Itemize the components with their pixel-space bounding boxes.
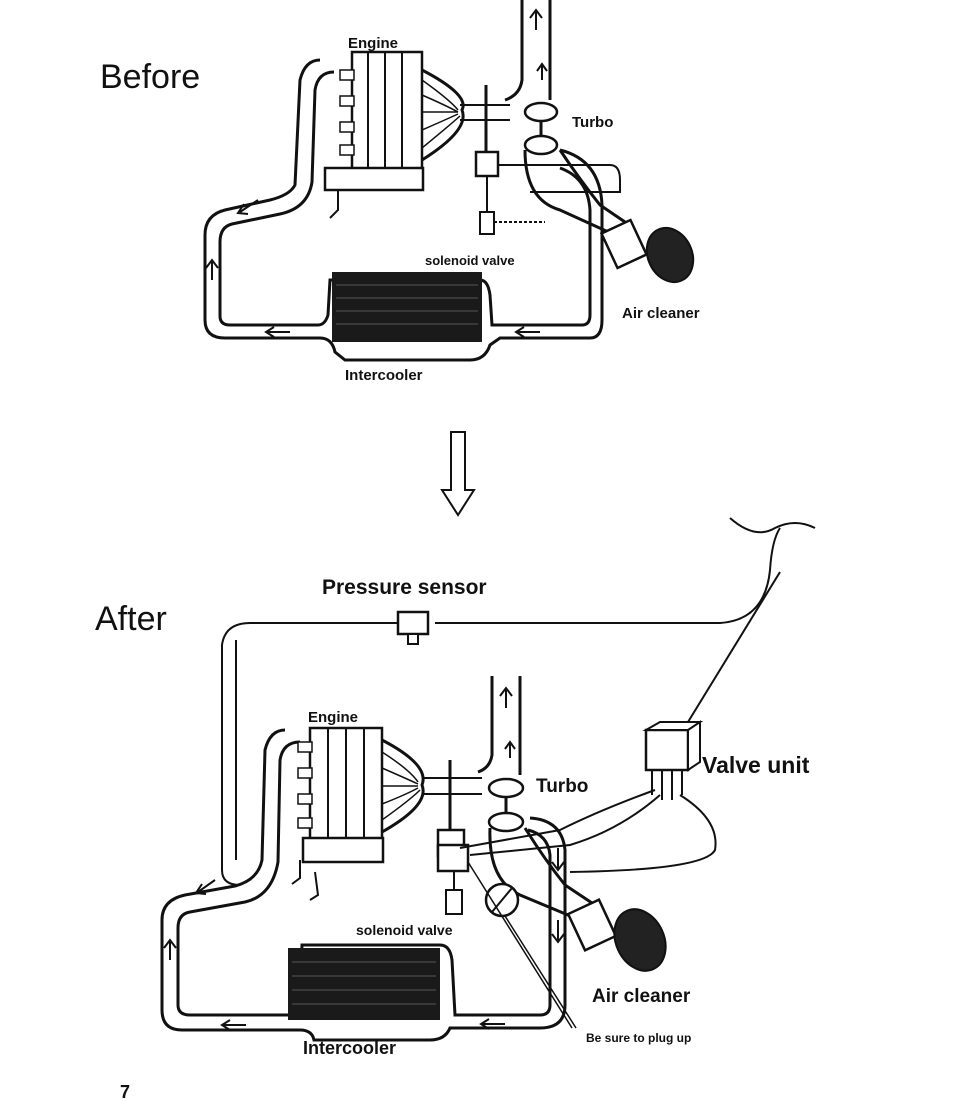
before-flow-arrow-diag [236, 199, 259, 215]
after-exhaust-manifold [381, 738, 425, 834]
after-solenoid-label: solenoid valve [356, 922, 453, 938]
before-intercooler-label: Intercooler [345, 367, 423, 384]
before-flow-arrow-bottom-left [264, 326, 290, 338]
after-engine-manifold [301, 836, 385, 864]
after-diagram: After Pressure sensor Engine [95, 517, 816, 1058]
after-plug-leader [467, 861, 577, 1029]
before-exhaust-manifold [421, 68, 465, 162]
after-engine-label: Engine [308, 709, 358, 726]
after-charge-pipe [160, 728, 567, 1042]
after-plug-note: Be sure to plug up [586, 1031, 691, 1045]
after-valve-hoses [459, 571, 781, 873]
before-engine-manifold [323, 166, 425, 192]
before-engine-label: Engine [348, 35, 398, 52]
before-compressor-pipe [523, 149, 626, 237]
after-air-cleaner-label: Air cleaner [592, 986, 691, 1007]
before-exhaust-stack [504, 0, 552, 102]
after-valve-unit [644, 728, 690, 772]
after-turbo-turbine [487, 777, 525, 799]
before-solenoid-label: solenoid valve [425, 253, 515, 268]
after-air-cleaner [613, 908, 667, 972]
before-air-cleaner [645, 226, 695, 284]
before-air-cleaner-neck [599, 218, 649, 270]
after-air-cleaner-neck [566, 898, 618, 952]
after-intercooler [288, 948, 440, 1020]
after-exhaust-stack [477, 676, 522, 775]
after-valve-unit-label: Valve unit [702, 752, 810, 778]
after-pressure-sensor-label: Pressure sensor [322, 576, 487, 599]
before-air-cleaner-label: Air cleaner [622, 305, 700, 322]
after-intercooler-label: Intercooler [303, 1038, 396, 1058]
before-intercooler [332, 272, 482, 342]
before-charge-pipe-inner [218, 70, 592, 327]
before-solenoid-valve [474, 150, 500, 178]
after-pressure-sensor [396, 610, 430, 636]
before-flow-arrow-bottom-right [514, 326, 540, 338]
before-heading: Before [100, 58, 200, 96]
after-turbo-label: Turbo [536, 776, 588, 797]
before-turbo-label: Turbo [572, 114, 613, 131]
after-solenoid-valve [436, 843, 470, 873]
before-engine-block [350, 50, 424, 174]
before-turbo-compressor [523, 134, 559, 156]
after-heading: After [95, 600, 167, 638]
before-diagram: Before Turbo [100, 0, 700, 384]
before-flow-arrow-left [205, 258, 219, 280]
before-turbo-turbine [523, 101, 559, 123]
down-arrow-icon [440, 431, 476, 517]
after-turbo-compressor [487, 811, 525, 833]
before-charge-pipe [203, 58, 604, 362]
page-number: 7 [120, 1082, 130, 1102]
after-pressure-line [435, 517, 816, 624]
